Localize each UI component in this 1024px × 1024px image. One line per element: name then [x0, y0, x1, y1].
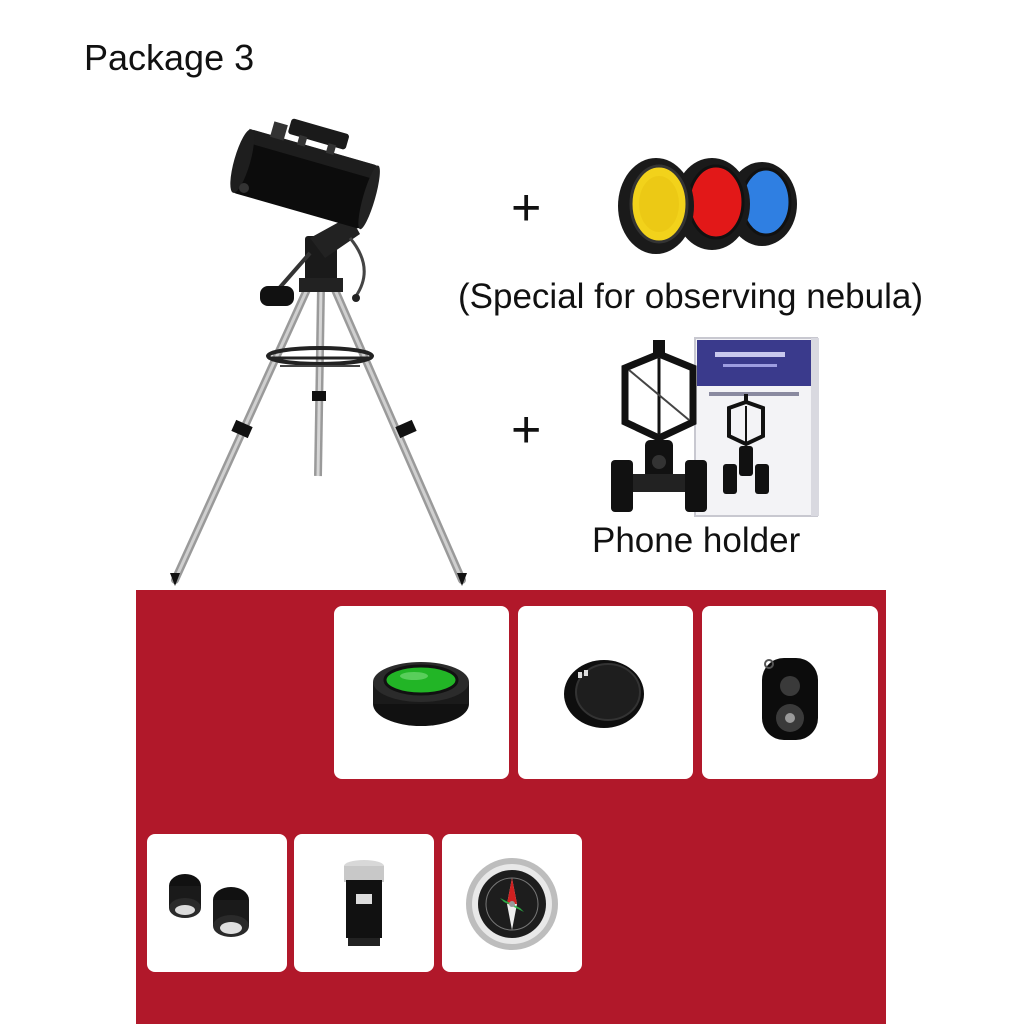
phone-holder-icon — [611, 337, 819, 517]
accessory-card — [147, 834, 287, 972]
plus-sign: + — [511, 401, 542, 459]
barlow-lens-icon — [344, 860, 384, 946]
color-filters-icon — [618, 158, 797, 254]
filters-caption: (Special for observing nebula) — [458, 277, 923, 316]
telescope-icon — [170, 118, 467, 586]
compass-icon — [466, 858, 558, 950]
page-title: Package 3 — [84, 37, 255, 78]
accessory-card — [518, 606, 693, 779]
accessory-card — [294, 834, 434, 972]
eyepieces-icon — [169, 874, 249, 937]
accessory-card — [442, 834, 582, 972]
phone-holder-caption: Phone holder — [592, 521, 801, 560]
accessory-card — [702, 606, 878, 779]
moon-filter-icon — [373, 662, 469, 726]
plus-sign: + — [511, 179, 542, 237]
lens-cap-icon — [564, 660, 644, 728]
bluetooth-remote-icon — [762, 658, 818, 740]
accessory-card — [334, 606, 509, 779]
